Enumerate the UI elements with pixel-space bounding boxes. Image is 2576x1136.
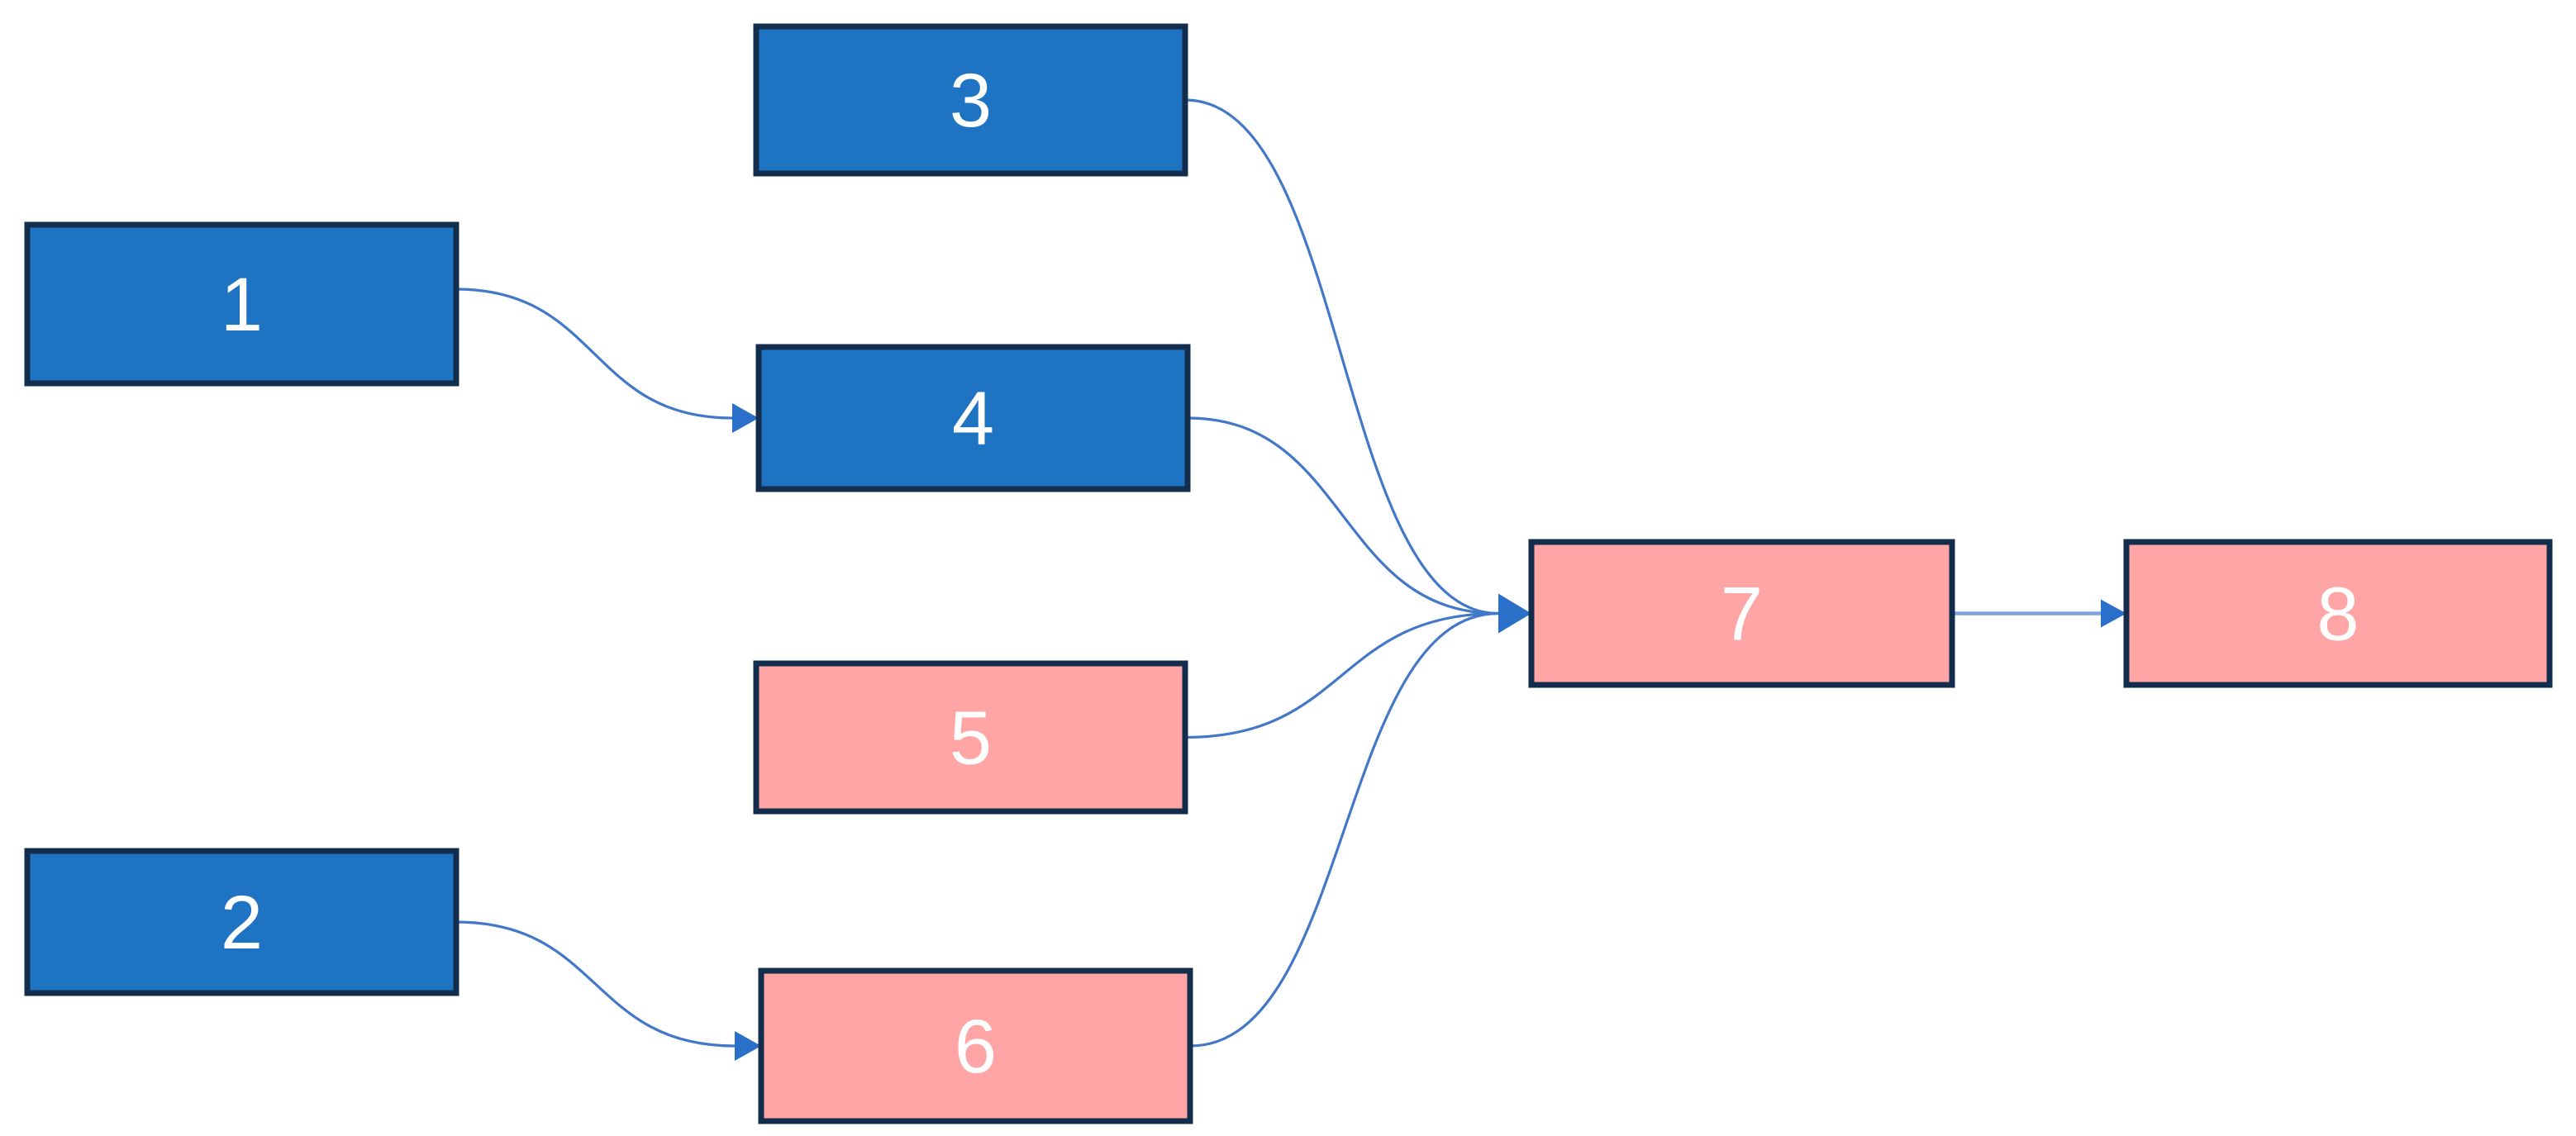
node-4[interactable]: [755, 344, 1191, 492]
connector-5-to-7[interactable]: [1183, 611, 1500, 739]
connector-1-to-4[interactable]: [455, 288, 734, 420]
node-label-4: 4: [952, 377, 994, 461]
connector-2-to-6[interactable]: [455, 920, 736, 1048]
node-6[interactable]: [758, 967, 1193, 1124]
connector-4-to-7[interactable]: [1186, 416, 1500, 616]
arrowhead-into-node-6: [735, 1031, 761, 1061]
arrowhead-into-node-4: [732, 403, 759, 433]
node-label-3: 3: [950, 59, 992, 143]
node-7[interactable]: [1528, 539, 1955, 688]
node-label-1: 1: [221, 263, 263, 347]
connector-6-to-7[interactable]: [1188, 611, 1500, 1048]
node-8[interactable]: [2123, 539, 2553, 688]
node-1[interactable]: [24, 221, 459, 387]
node-5[interactable]: [753, 660, 1188, 815]
node-3[interactable]: [753, 23, 1188, 177]
node-label-7: 7: [1721, 573, 1763, 657]
node-label-6: 6: [955, 1005, 997, 1089]
arrowhead-into-node-7: [1498, 593, 1531, 634]
node-label-8: 8: [2316, 573, 2359, 657]
node-label-5: 5: [950, 696, 992, 781]
node-2[interactable]: [24, 848, 459, 996]
connector-3-to-7[interactable]: [1183, 98, 1500, 616]
node-label-2: 2: [221, 881, 263, 965]
arrowhead-into-node-8: [2101, 599, 2126, 628]
